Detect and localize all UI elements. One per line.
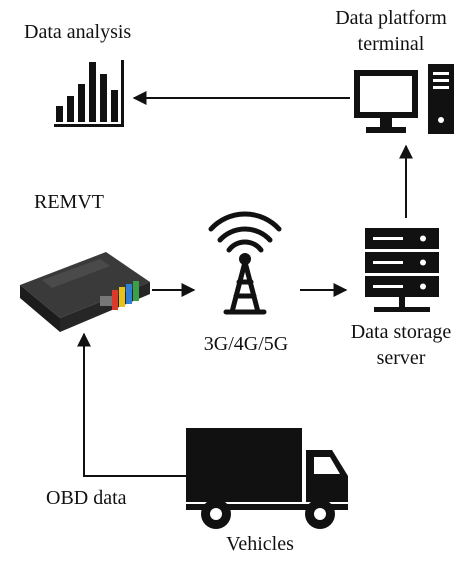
network-label: 3G/4G/5G — [203, 333, 289, 355]
storage-server-label-line2: server — [376, 347, 426, 369]
data-analysis-label: Data analysis — [24, 21, 132, 43]
server-rack-icon — [365, 228, 439, 312]
vehicles-label: Vehicles — [226, 533, 294, 555]
obd-data-label: OBD data — [46, 487, 127, 509]
obd-device-icon — [20, 252, 150, 332]
arrow-vehicle-to-remvt — [77, 332, 186, 477]
antenna-tip — [239, 253, 251, 265]
platform-terminal-label-line1: Data platform — [335, 7, 447, 29]
remvt-label: REMVT — [34, 191, 104, 213]
truck-icon — [186, 428, 348, 529]
platform-terminal-label-line2: terminal — [357, 33, 425, 55]
cell-tower-icon — [208, 211, 282, 315]
storage-server-label-line1: Data storage — [350, 321, 452, 343]
bar-chart-icon — [54, 60, 124, 127]
desktop-computer-icon — [354, 64, 454, 134]
